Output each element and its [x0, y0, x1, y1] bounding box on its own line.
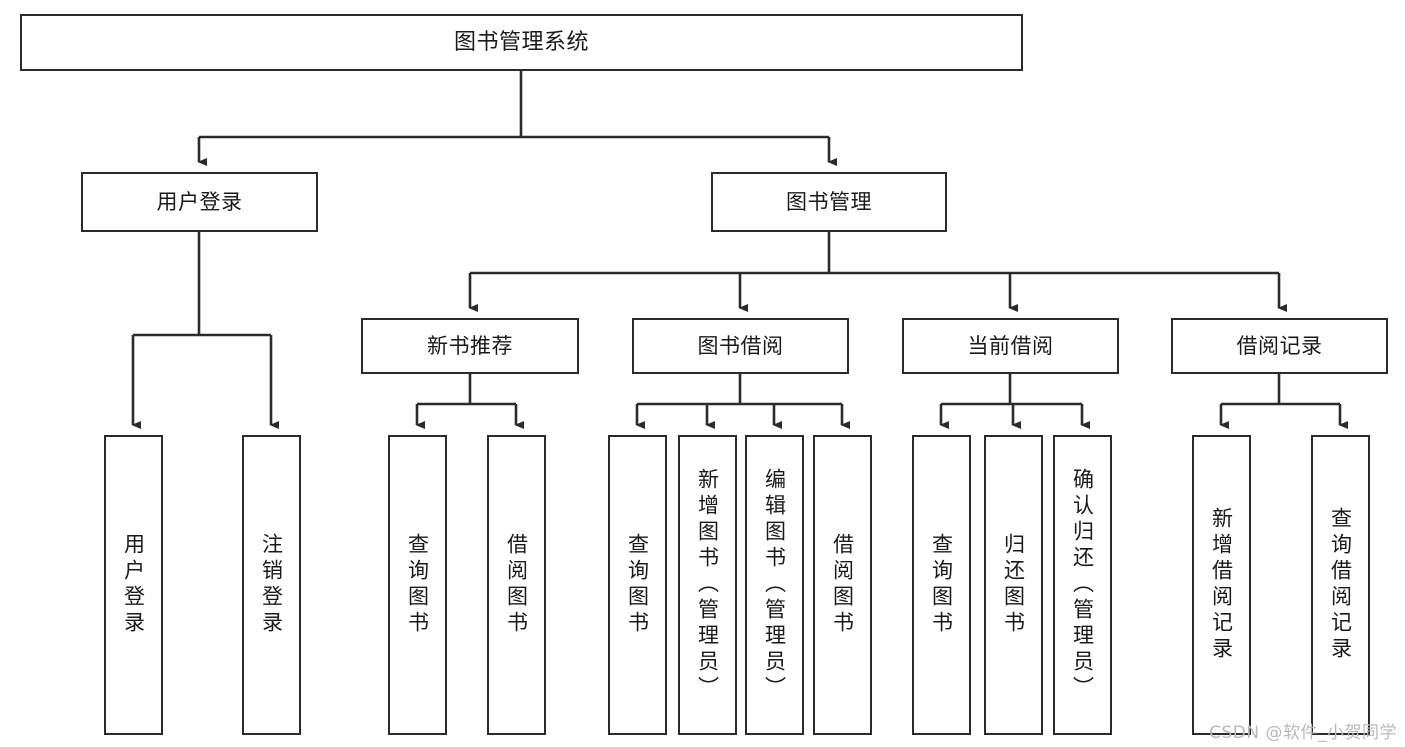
- node-new-book-recommend[interactable]: 新书推荐: [361, 318, 579, 374]
- edge-root-to-level1: [197, 71, 837, 166]
- node-leaf-logout-label: 注销登录: [259, 533, 284, 637]
- node-current-borrow-label: 当前借阅: [967, 333, 1054, 358]
- node-user-login[interactable]: 用户登录: [81, 172, 318, 232]
- edge-currentborrow-to-leaves: [939, 374, 1090, 429]
- node-user-login-label: 用户登录: [156, 189, 243, 214]
- node-leaf-query-book-current-label: 查询图书: [929, 533, 954, 637]
- node-leaf-user-login-label: 用户登录: [121, 533, 146, 637]
- node-leaf-query-borrow-record[interactable]: 查询借阅记录: [1311, 435, 1370, 735]
- csdn-watermark: CSDN @软件_小贺同学: [1209, 723, 1397, 743]
- edge-bookmanage-to-level2: [468, 232, 1287, 312]
- node-leaf-logout[interactable]: 注销登录: [242, 435, 301, 735]
- node-leaf-return-book[interactable]: 归还图书: [984, 435, 1043, 735]
- node-leaf-return-book-label: 归还图书: [1001, 533, 1026, 637]
- node-leaf-query-book-recommend-label: 查询图书: [405, 533, 430, 637]
- node-new-book-recommend-label: 新书推荐: [427, 333, 513, 358]
- node-book-borrow-label: 图书借阅: [697, 333, 784, 358]
- node-leaf-query-book-current[interactable]: 查询图书: [912, 435, 971, 735]
- node-borrow-record-label: 借阅记录: [1236, 333, 1323, 358]
- node-leaf-edit-book-label: 编辑图书（管理员）: [762, 468, 787, 702]
- node-leaf-confirm-return[interactable]: 确认归还（管理员）: [1053, 435, 1112, 735]
- node-leaf-query-book-borrow[interactable]: 查询图书: [608, 435, 667, 735]
- node-leaf-confirm-return-label: 确认归还（管理员）: [1070, 468, 1095, 702]
- node-leaf-borrow-book-label: 借阅图书: [830, 533, 855, 637]
- node-leaf-query-book-borrow-label: 查询图书: [625, 533, 650, 637]
- node-leaf-add-borrow-record-label: 新增借阅记录: [1209, 507, 1234, 663]
- node-book-manage-label: 图书管理: [786, 189, 872, 214]
- edge-borrowrecord-to-leaves: [1219, 374, 1348, 429]
- node-borrow-record[interactable]: 借阅记录: [1171, 318, 1388, 374]
- node-current-borrow[interactable]: 当前借阅: [902, 318, 1119, 374]
- node-root-label: 图书管理系统: [453, 29, 589, 55]
- edge-userlogin-to-leaves: [131, 232, 279, 429]
- edge-newbook-to-leaves: [415, 374, 524, 429]
- node-leaf-add-book[interactable]: 新增图书（管理员）: [678, 435, 737, 735]
- node-leaf-borrow-book[interactable]: 借阅图书: [813, 435, 872, 735]
- node-leaf-user-login[interactable]: 用户登录: [104, 435, 163, 735]
- node-leaf-edit-book[interactable]: 编辑图书（管理员）: [745, 435, 804, 735]
- edge-bookborrow-to-leaves: [635, 374, 850, 429]
- node-leaf-add-book-label: 新增图书（管理员）: [695, 468, 720, 702]
- node-book-manage[interactable]: 图书管理: [711, 172, 947, 232]
- node-leaf-borrow-book-recommend-label: 借阅图书: [504, 533, 529, 637]
- node-leaf-query-borrow-record-label: 查询借阅记录: [1328, 507, 1353, 663]
- node-leaf-add-borrow-record[interactable]: 新增借阅记录: [1192, 435, 1251, 735]
- node-leaf-query-book-recommend[interactable]: 查询图书: [388, 435, 447, 735]
- node-leaf-borrow-book-recommend[interactable]: 借阅图书: [487, 435, 546, 735]
- node-root[interactable]: 图书管理系统: [20, 14, 1023, 71]
- node-book-borrow[interactable]: 图书借阅: [632, 318, 849, 374]
